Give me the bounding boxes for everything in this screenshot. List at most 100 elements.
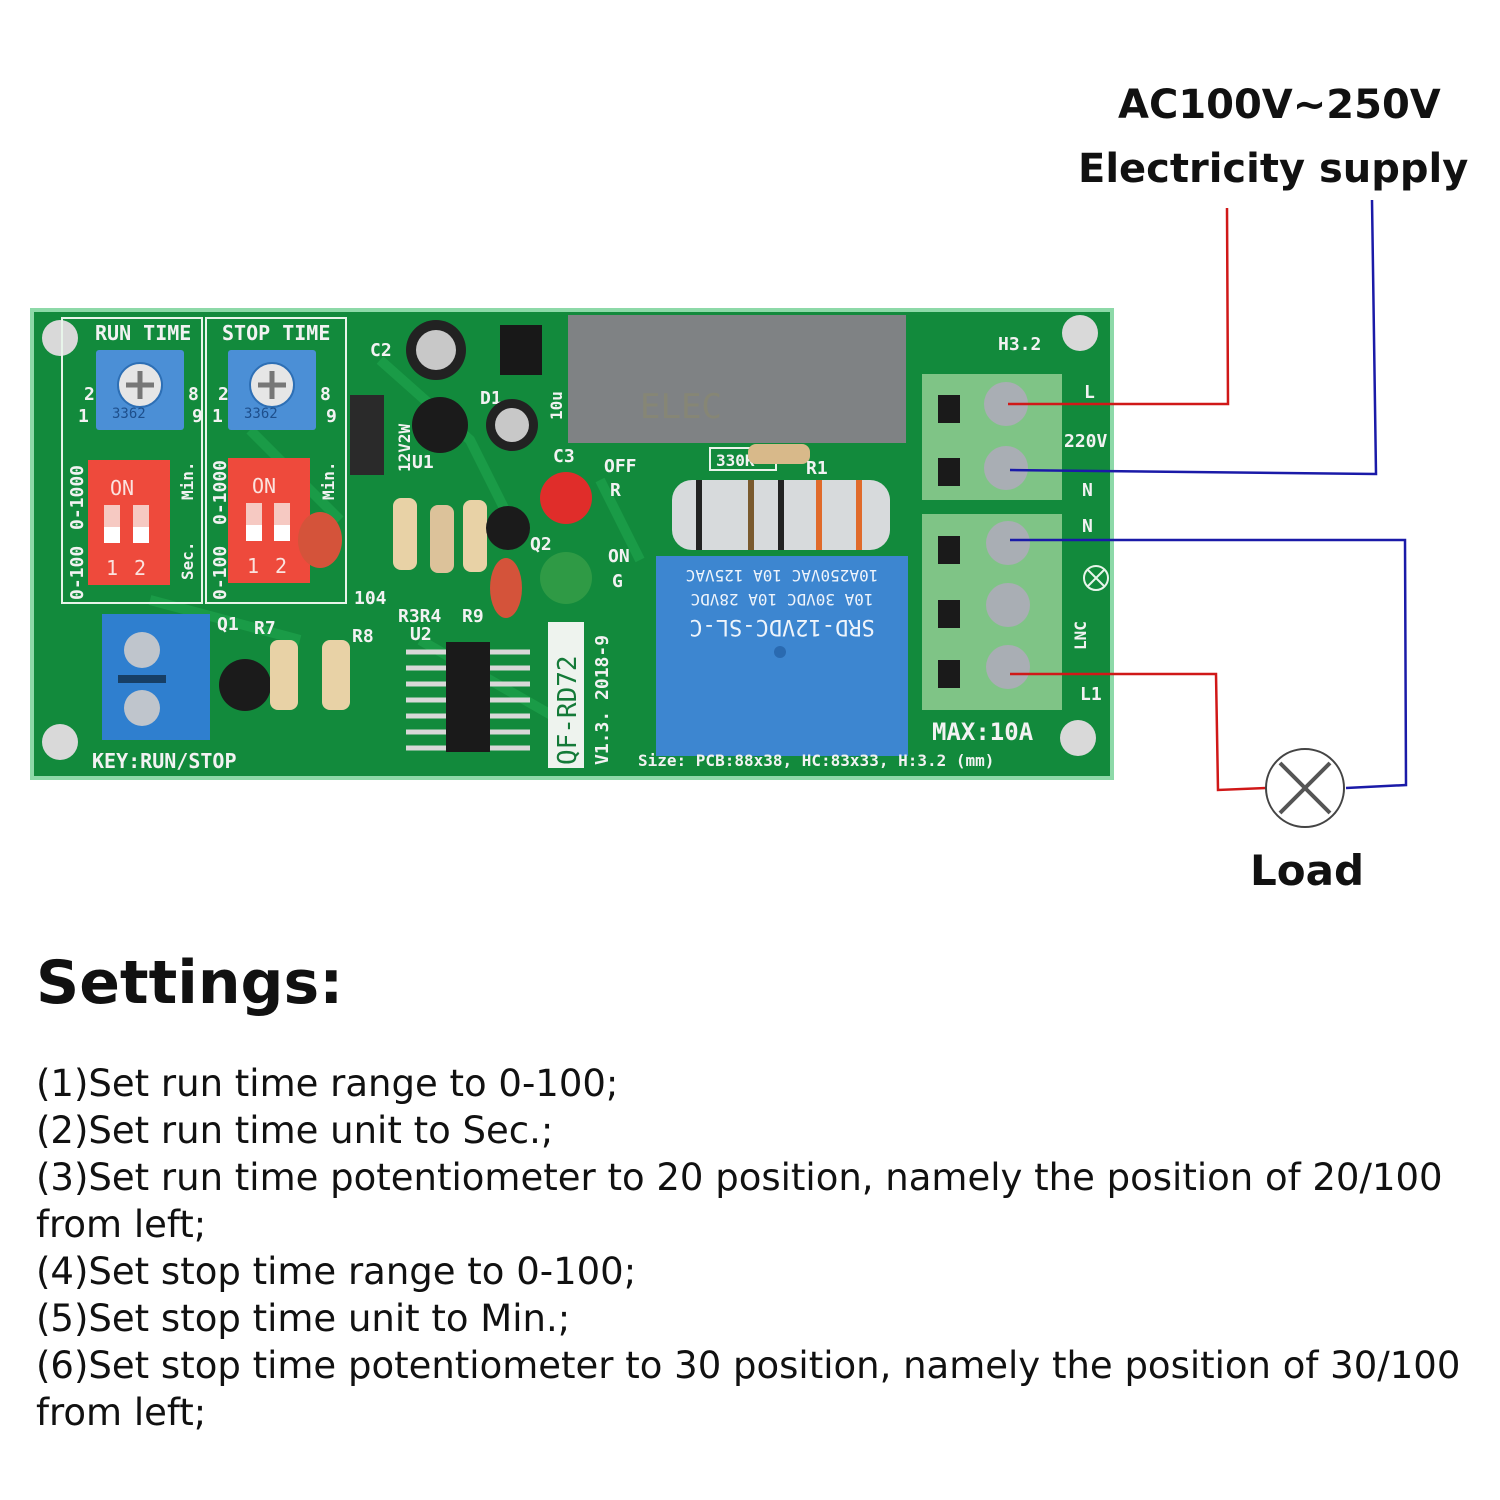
board-version: V1.3. 2018-9 [592,635,613,765]
terminal-screw-n-in[interactable] [984,446,1028,490]
run-time-dip-switch[interactable] [88,460,170,585]
terminal-label-lnc: LNC [1071,621,1090,650]
max-current: MAX:10A [932,718,1034,746]
wire-supply-live [1008,207,1230,406]
ceramic-capacitor [298,512,342,568]
board-size: Size: PCB:88x38, HC:83x33, H:3.2 (mm) [638,751,994,770]
model-label-box [548,622,584,768]
dip-num: 2 [275,554,287,578]
stop-time-title: STOP TIME [222,321,330,345]
settings-title: Settings: [36,948,344,1018]
label-330k: 330K [716,451,755,470]
terminal-screw[interactable] [124,632,160,668]
terminal-screw-middle[interactable] [986,583,1030,627]
mounting-hole [42,724,78,760]
mounting-hole [42,320,78,356]
supply-voltage-label: AC100V~250V [1118,82,1441,128]
resistor-r8 [322,640,350,710]
label-u1: U1 [412,452,434,473]
pot-mark: 9 [192,406,203,427]
terminal-label-l: L [1084,382,1095,403]
led-green-on [540,552,592,604]
stop-time-dip-switch[interactable] [228,458,310,583]
terminal-label-n-out: N [1082,516,1093,537]
zener-diode [350,395,384,475]
led-red-off [540,472,592,524]
key-label: KEY:RUN/STOP [92,749,237,773]
label-d1: D1 [480,388,502,409]
terminal-screw-l1[interactable] [986,645,1030,689]
label-q2: Q2 [530,534,552,555]
stop-range-high: 0-1000 [210,460,231,525]
label-10u: 10u [547,391,566,420]
pot-mark: 2 [218,384,229,405]
label-zener: 12V2W [395,423,414,472]
hole-label: H3.2 [998,334,1041,355]
wire-load-live [1010,672,1267,792]
led-off-color: R [610,480,621,501]
load-label: Load [1250,846,1365,895]
pot-mark: 2 [84,384,95,405]
ic-u2 [446,642,490,752]
transistor-q2 [486,506,530,550]
resistor [463,500,487,572]
dip-on-label: ON [110,476,134,500]
ceramic-capacitor [490,558,522,618]
mounting-hole [1062,315,1098,351]
diode-d1 [500,325,542,375]
settings-step: (1)Set run time range to 0-100; [36,1062,619,1105]
stop-range-low: 0-100 [210,546,231,600]
label-r7: R7 [254,618,276,639]
settings-step: (4)Set stop time range to 0-100; [36,1250,637,1293]
pot-mark: 8 [188,384,199,405]
wire-supply-neutral [1009,199,1378,476]
label-c3: C3 [553,446,575,467]
relay-model: SRD-12VDC-SL-C [689,614,874,639]
label-104: 104 [354,588,387,609]
label-c2: C2 [370,340,392,361]
elec-watermark: ELEC [640,387,722,427]
film-capacitor [568,315,906,443]
run-unit-low: Sec. [178,541,197,580]
pot-mark: 9 [326,406,337,427]
terminal-screw-l[interactable] [984,382,1028,426]
settings-step: (5)Set stop time unit to Min.; [36,1297,571,1340]
relay-rating-ac: 10A250VAC 10A 125VAC [686,566,879,585]
stop-time-pot-code: 3362 [244,406,278,422]
wire-load-neutral [1010,538,1408,790]
dip-num: 1 [247,554,259,578]
dip-num: 2 [134,556,146,580]
terminal-label-n-in: N [1082,480,1093,501]
run-range-high: 0-1000 [67,465,88,530]
settings-step: (2)Set run time unit to Sec.; [36,1109,554,1152]
terminal-screw[interactable] [124,690,160,726]
resistor-r7 [270,640,298,710]
terminal-label-voltage: 220V [1064,431,1108,452]
led-off-label: OFF [604,456,637,477]
supply-label: Electricity supply [1078,146,1469,192]
terminal-label-l1: L1 [1080,684,1102,705]
resistor [430,505,454,573]
terminal-screw-n-out[interactable] [986,521,1030,565]
mounting-hole [1060,720,1096,756]
led-on-color: G [612,571,623,592]
pot-mark: 1 [212,406,223,427]
dip-num: 1 [106,556,118,580]
pcb-board: RUN TIME 3362 2 1 8 9 ON 1 2 0-1000 0-10… [30,308,1114,780]
run-time-pot-code: 3362 [112,406,146,422]
label-r9: R9 [462,606,484,627]
settings-steps: (1)Set run time range to 0-100; (2)Set r… [36,1060,1476,1436]
transistor-q1 [219,659,271,711]
run-range-low: 0-100 [67,546,88,600]
regulator-u1 [412,397,468,453]
led-on-label: ON [608,546,630,567]
stop-unit-high: Min. [319,461,338,500]
label-r1: R1 [806,458,828,479]
resistor [393,498,417,570]
label-r3r4: R3R4 [398,606,442,627]
run-unit-high: Min. [178,461,197,500]
label-r8: R8 [352,626,374,647]
board-model: QF-RD72 [553,655,583,765]
load-lamp-icon [1265,748,1345,828]
label-q1: Q1 [217,614,239,635]
